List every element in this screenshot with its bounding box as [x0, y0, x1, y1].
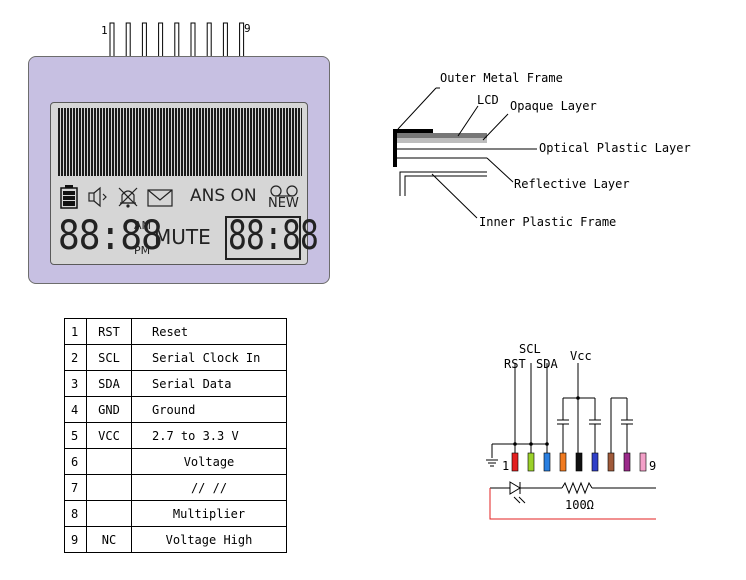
tape-icon — [270, 185, 298, 197]
pin-number-cell: 7 — [64, 474, 87, 501]
sch-label-scl: SCL — [519, 342, 541, 356]
module-pin — [109, 22, 115, 58]
pin-table-row: 8 Multiplier — [64, 500, 287, 527]
pin-table-row: 6 Voltage — [64, 448, 287, 475]
pm-label: PM — [134, 244, 151, 257]
module-pin — [125, 22, 131, 58]
connector-pin — [511, 452, 519, 472]
pin-description-cell: Reset — [131, 318, 287, 345]
module-pin — [239, 22, 245, 58]
label-inner-plastic-frame: Inner Plastic Frame — [479, 215, 617, 229]
pin-symbol-cell: VCC — [86, 422, 132, 449]
speaker-icon — [88, 186, 107, 208]
lcd-layer — [397, 133, 487, 138]
pin-symbol-cell — [86, 448, 132, 475]
connector-pin — [591, 452, 599, 472]
pin-symbol-cell: GND — [86, 396, 132, 423]
pin-label-first: 1 — [101, 24, 108, 37]
outer-metal-frame — [393, 129, 433, 133]
sch-label-rst: RST — [504, 357, 526, 371]
module-pins — [109, 22, 245, 58]
module-pin — [174, 22, 180, 58]
pin-description-cell: Multiplier — [131, 500, 287, 527]
schematic — [486, 363, 656, 520]
connector-pin — [623, 452, 631, 472]
battery-icon — [60, 185, 78, 209]
pin-number-cell: 1 — [64, 318, 87, 345]
label-reflective-layer: Reflective Layer — [514, 177, 630, 191]
label-opaque-layer: Opaque Layer — [510, 99, 597, 113]
connector-pin — [559, 452, 567, 472]
sch-label-sda: SDA — [536, 357, 558, 371]
connector-pin — [543, 452, 551, 472]
pin-table-row: 7 // // — [64, 474, 287, 501]
pin-symbol-cell — [86, 474, 132, 501]
label-optical-plastic-layer: Optical Plastic Layer — [539, 141, 691, 155]
pin-description-cell: // // — [131, 474, 287, 501]
lcd-module-drawing: 1 9 ANS ON NEW 88:88 AM PM MUTE 88:88 — [28, 22, 330, 284]
clock-right-frame — [225, 216, 301, 260]
new-label: NEW — [268, 196, 299, 211]
module-pin — [190, 22, 196, 58]
inner-plastic-frame — [399, 171, 487, 196]
clock-right: 88:88 — [228, 213, 319, 259]
label-lcd: LCD — [477, 93, 499, 107]
mute-label: MUTE — [154, 225, 211, 249]
pin-number-cell: 2 — [64, 344, 87, 371]
pin-description-cell: Voltage High — [131, 526, 287, 553]
sch-label-resistor: 100Ω — [565, 498, 594, 512]
connector-pin — [527, 452, 535, 472]
dot-matrix-area — [58, 108, 302, 176]
am-label: AM — [134, 219, 152, 232]
pin-number-cell: 6 — [64, 448, 87, 475]
label-outer-metal-frame: Outer Metal Frame — [440, 71, 563, 85]
pin-symbol-cell: SDA — [86, 370, 132, 397]
pin-number-cell: 8 — [64, 500, 87, 527]
pin-symbol-cell: SCL — [86, 344, 132, 371]
sch-label-vcc: Vcc — [570, 349, 592, 363]
envelope-icon — [147, 189, 173, 207]
module-pin — [222, 22, 228, 58]
pin-description-cell: 2.7 to 3.3 V — [131, 422, 287, 449]
pin-number-cell: 5 — [64, 422, 87, 449]
opaque-layer — [397, 138, 487, 143]
pin-symbol-cell: RST — [86, 318, 132, 345]
connector-pin — [607, 452, 615, 472]
module-pin — [206, 22, 212, 58]
connector-pin — [575, 452, 583, 472]
module-pin — [158, 22, 164, 58]
ans-on-label: ANS ON — [190, 186, 257, 206]
pin-number-cell: 4 — [64, 396, 87, 423]
led-loop-wire — [489, 488, 656, 520]
pin-symbol-cell: NC — [86, 526, 132, 553]
connector-pin — [639, 452, 647, 472]
sch-label-pin-last: 9 — [649, 459, 657, 473]
module-pin — [141, 22, 147, 58]
pin-symbol-cell — [86, 500, 132, 527]
sch-label-pin-first: 1 — [502, 459, 510, 473]
pin-description-cell: Ground — [131, 396, 287, 423]
pin-description-cell: Serial Clock In — [131, 344, 287, 371]
pin-number-cell: 9 — [64, 526, 87, 553]
pin-label-last: 9 — [244, 22, 251, 35]
pin-number-cell: 3 — [64, 370, 87, 397]
pin-description-cell: Voltage — [131, 448, 287, 475]
layer-cross-section — [393, 87, 537, 219]
clock-left: 88:88 — [58, 213, 163, 259]
bell-off-icon — [118, 187, 138, 208]
pin-description-cell: Serial Data — [131, 370, 287, 397]
